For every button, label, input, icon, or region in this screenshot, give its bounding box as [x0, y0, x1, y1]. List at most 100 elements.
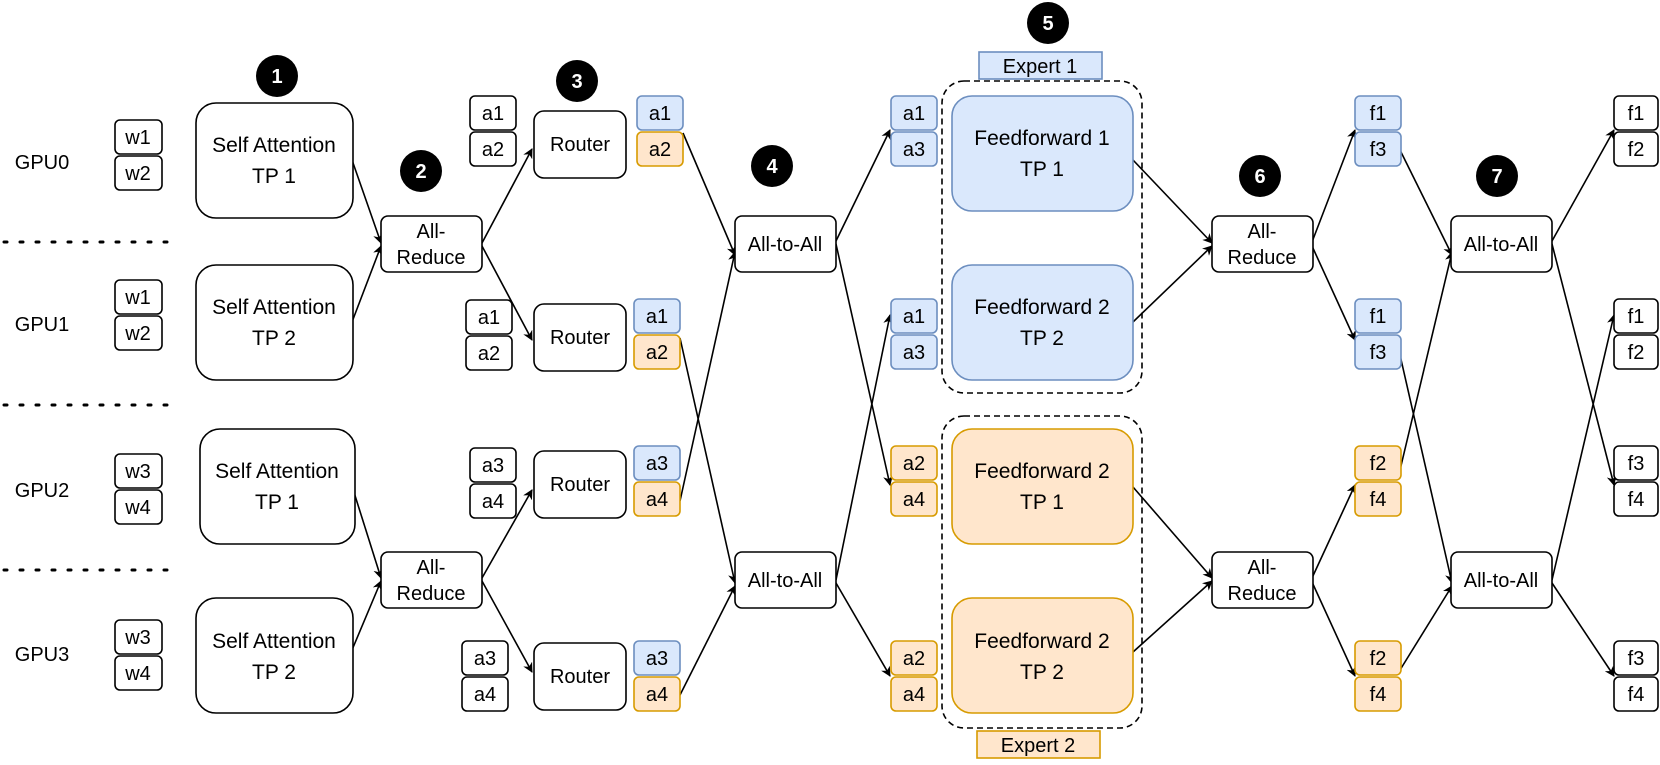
allreduce-box	[380, 215, 483, 273]
weight-label: w4	[124, 663, 151, 685]
output-label: f2	[1370, 453, 1387, 475]
activation-box-expert2	[890, 640, 938, 676]
weight-label: w1	[124, 127, 151, 149]
allreduce-left: All- Reduce All- Reduce	[380, 215, 483, 609]
alltoall-label: All-to-All	[1464, 570, 1538, 592]
activation-label: a2	[646, 342, 668, 364]
edge	[481, 148, 533, 244]
output-label: f4	[1370, 489, 1387, 511]
edges	[351, 129, 1617, 696]
edge	[481, 580, 533, 673]
activation-box	[461, 640, 509, 676]
edge	[351, 245, 383, 323]
weight-box	[114, 453, 163, 489]
final-outputs: f1 f2 f1 f2 f3 f4 f3 f4	[1613, 95, 1659, 712]
step-badge	[751, 145, 793, 187]
step-badge	[1239, 155, 1281, 197]
activation-label: a2	[478, 343, 500, 365]
activation-label: a2	[482, 139, 504, 161]
output-box-expert1	[1354, 131, 1402, 167]
weight-box	[114, 619, 163, 655]
weights: w1 w2 w1 w2 w3 w4 w3 w4	[114, 119, 163, 691]
edge	[351, 159, 383, 244]
step-number: 2	[415, 161, 426, 183]
feedforward-blocks: Feedforward 1 TP 1 Feedforward 2 TP 2 Fe…	[951, 95, 1134, 714]
allreduce-label: All-	[417, 221, 446, 243]
output-box	[1613, 131, 1659, 167]
output-box	[1613, 445, 1659, 481]
self-attention-title: Self Attention	[212, 296, 336, 319]
activation-label: a2	[903, 453, 925, 475]
weight-box	[114, 119, 163, 155]
activation-label: a4	[646, 489, 668, 511]
gpu-label: GPU2	[15, 480, 69, 502]
gpu-label: GPU1	[15, 314, 69, 336]
self-attention-tp: TP 2	[252, 327, 296, 350]
output-box	[1613, 298, 1659, 334]
allreduce-box	[1211, 551, 1314, 609]
edge	[835, 582, 891, 677]
output-box-expert2	[1354, 481, 1402, 517]
feedforward-box	[951, 95, 1134, 212]
edge	[1132, 159, 1213, 244]
step-number: 4	[766, 156, 778, 178]
output-box-expert1	[1354, 334, 1402, 370]
feedforward-box	[951, 264, 1134, 381]
expert2-label: Expert 2	[1001, 735, 1075, 757]
edge	[1399, 149, 1453, 256]
output-label: f2	[1628, 139, 1645, 161]
self-attention-tp: TP 1	[252, 165, 296, 188]
edge	[679, 585, 736, 696]
weight-label: w4	[124, 497, 151, 519]
activation-box-expert1	[890, 298, 938, 334]
activation-box-expert2	[633, 481, 681, 517]
activation-label: a3	[482, 455, 504, 477]
alltoall-box	[734, 551, 837, 609]
output-box	[1613, 334, 1659, 370]
output-box-expert1	[1354, 95, 1402, 131]
output-box	[1613, 676, 1659, 712]
activation-box	[469, 447, 517, 483]
gpu-label: GPU0	[15, 152, 69, 174]
activation-label: a3	[474, 648, 496, 670]
alltoall-label: All-to-All	[748, 570, 822, 592]
activation-box-expert1	[633, 298, 681, 334]
activation-label: a3	[646, 648, 668, 670]
feedforward-tp: TP 2	[1020, 327, 1064, 350]
edge	[835, 243, 893, 486]
activation-label: a1	[646, 306, 668, 328]
gpu-dividers	[2, 240, 174, 572]
weight-label: w2	[124, 163, 151, 185]
activation-label: a4	[646, 684, 668, 706]
alltoall-box	[1450, 551, 1553, 609]
activation-label: a4	[474, 684, 496, 706]
router-label: Router	[550, 327, 610, 349]
step-number: 6	[1254, 166, 1265, 188]
step-number: 5	[1042, 13, 1053, 35]
allreduce-label: All-	[417, 557, 446, 579]
activation-box-expert1	[890, 334, 938, 370]
output-label: f3	[1628, 453, 1645, 475]
self-attention-title: Self Attention	[215, 460, 339, 483]
activation-label: a2	[649, 139, 671, 161]
weight-box	[114, 315, 163, 351]
output-label: f1	[1370, 103, 1387, 125]
weight-label: w2	[124, 323, 151, 345]
weight-label: w3	[124, 461, 151, 483]
alltoall-right: All-to-All All-to-All	[1450, 215, 1553, 609]
edge	[1551, 129, 1615, 242]
ffn-outputs: f1 f3 f1 f3 f2 f4 f2 f4	[1354, 95, 1402, 712]
self-attention-blocks: Self Attention TP 1 Self Attention TP 2 …	[195, 102, 356, 714]
edge	[1551, 243, 1617, 486]
edge	[679, 337, 738, 584]
activation-label: a1	[903, 306, 925, 328]
expert-groups: Expert 1 Expert 2	[941, 51, 1143, 759]
edge	[1551, 582, 1615, 677]
step-badge	[400, 150, 442, 192]
feedforward-box	[951, 597, 1134, 714]
activation-label: a2	[903, 648, 925, 670]
activation-box-expert2	[633, 334, 681, 370]
activation-box-expert1	[633, 445, 681, 481]
output-label: f1	[1628, 306, 1645, 328]
alltoall-box	[734, 215, 837, 273]
